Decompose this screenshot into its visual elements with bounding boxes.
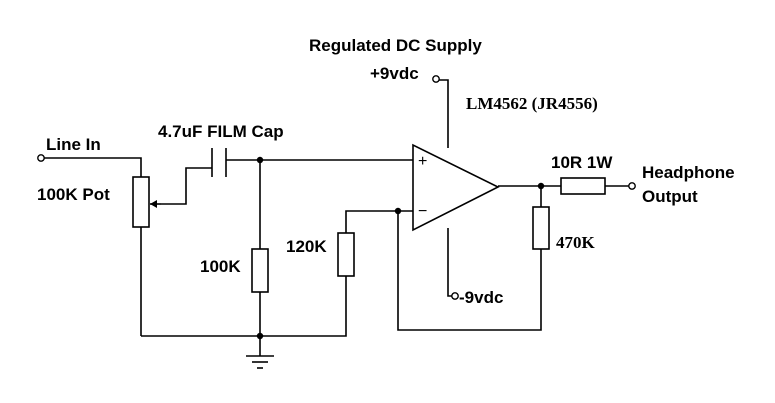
capacitor-film [211, 148, 227, 177]
junction-dot-output [537, 182, 545, 190]
wire-positive-rail [439, 79, 449, 148]
wire-ground-bus [141, 276, 347, 337]
label-opamp-model: LM4562 (JR4556) [466, 94, 598, 113]
label-resistor-feedback: 470K [556, 233, 596, 252]
terminal-headphone-output [628, 182, 636, 190]
opamp-plus-sign: + [418, 153, 427, 170]
resistor-10r [560, 177, 606, 195]
ground-symbol [246, 355, 274, 369]
terminal-negative-supply [451, 292, 459, 300]
wire-feedback-loop [397, 211, 542, 331]
opamp-minus-sign: − [418, 203, 427, 220]
wires [44, 79, 629, 356]
label-resistor-output: 10R 1W [551, 153, 613, 172]
label-negative-rail: -9vdc [459, 288, 503, 307]
label-capacitor: 4.7uF FILM Cap [158, 122, 284, 141]
wire-negative-rail [447, 228, 452, 297]
label-potentiometer: 100K Pot [37, 185, 110, 204]
resistor-100k [251, 248, 269, 293]
label-resistor-ground: 100K [200, 257, 241, 276]
label-line-in: Line In [46, 135, 101, 154]
resistor-120k [337, 232, 355, 277]
junction-dot-inverting [394, 207, 402, 215]
label-supply-title: Regulated DC Supply [309, 36, 482, 55]
resistor-470k [532, 206, 550, 250]
label-positive-rail: +9vdc [370, 64, 419, 83]
label-output-line2: Output [642, 187, 698, 206]
wire-wiper [161, 167, 212, 205]
terminal-positive-supply [432, 75, 440, 83]
potentiometer-100k [132, 176, 161, 228]
label-output-line1: Headphone [642, 163, 735, 182]
opamp: + − [412, 143, 500, 232]
junction-dot-input [256, 156, 264, 164]
label-resistor-input: 120K [286, 237, 327, 256]
junction-dot-ground [256, 332, 264, 340]
terminal-line-in [37, 154, 45, 162]
wire-120k-top [345, 210, 413, 233]
wire-line-in [44, 157, 142, 177]
opamp-triangle [412, 143, 500, 232]
